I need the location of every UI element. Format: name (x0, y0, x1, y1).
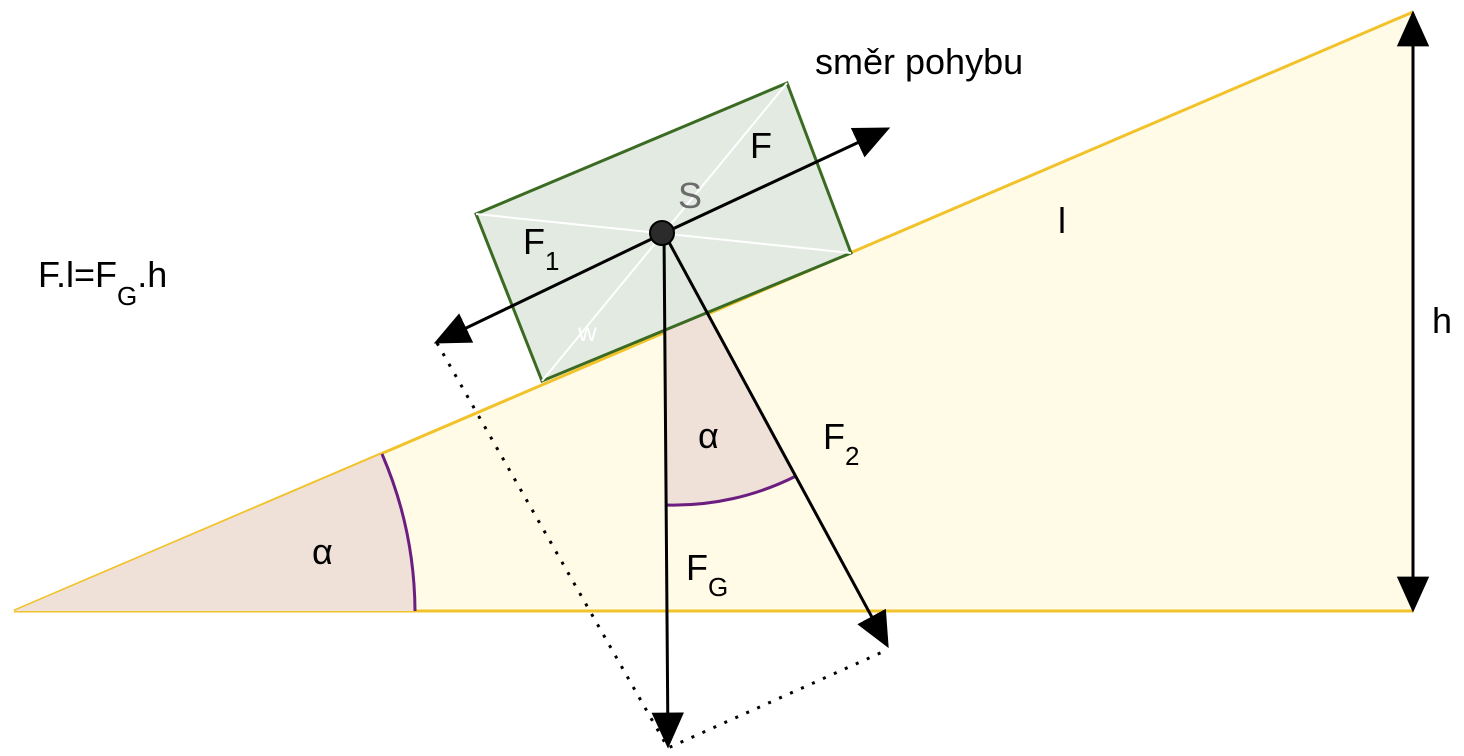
decomposition-dotted-lines (435, 342, 888, 750)
force-F-arrow (663, 127, 891, 235)
angle-alpha-force-arc (665, 474, 797, 507)
center-S-label: S (678, 175, 702, 216)
formula-label: F.l=FG.h (38, 254, 167, 311)
force-F2-arrow (662, 232, 889, 649)
block-w-label: w (577, 317, 597, 347)
force-F1-arrow (433, 231, 665, 344)
force-F2-label: F2 (823, 416, 859, 471)
force-F1-label: F1 (523, 221, 559, 276)
direction-label: směr pohybu (815, 41, 1023, 82)
angle-alpha-base-sector (14, 454, 415, 611)
angle-alpha-force-label: α (698, 415, 719, 456)
angle-alpha-base-label: α (312, 531, 333, 572)
center-point-S (649, 220, 675, 246)
height-h-label: h (1432, 300, 1452, 341)
force-FG-arrow (651, 232, 684, 749)
length-l-label: l (1058, 200, 1066, 241)
force-F-label: F (750, 125, 772, 166)
force-FG-label: FG (686, 547, 728, 602)
angle-alpha-base-arc (380, 453, 417, 612)
